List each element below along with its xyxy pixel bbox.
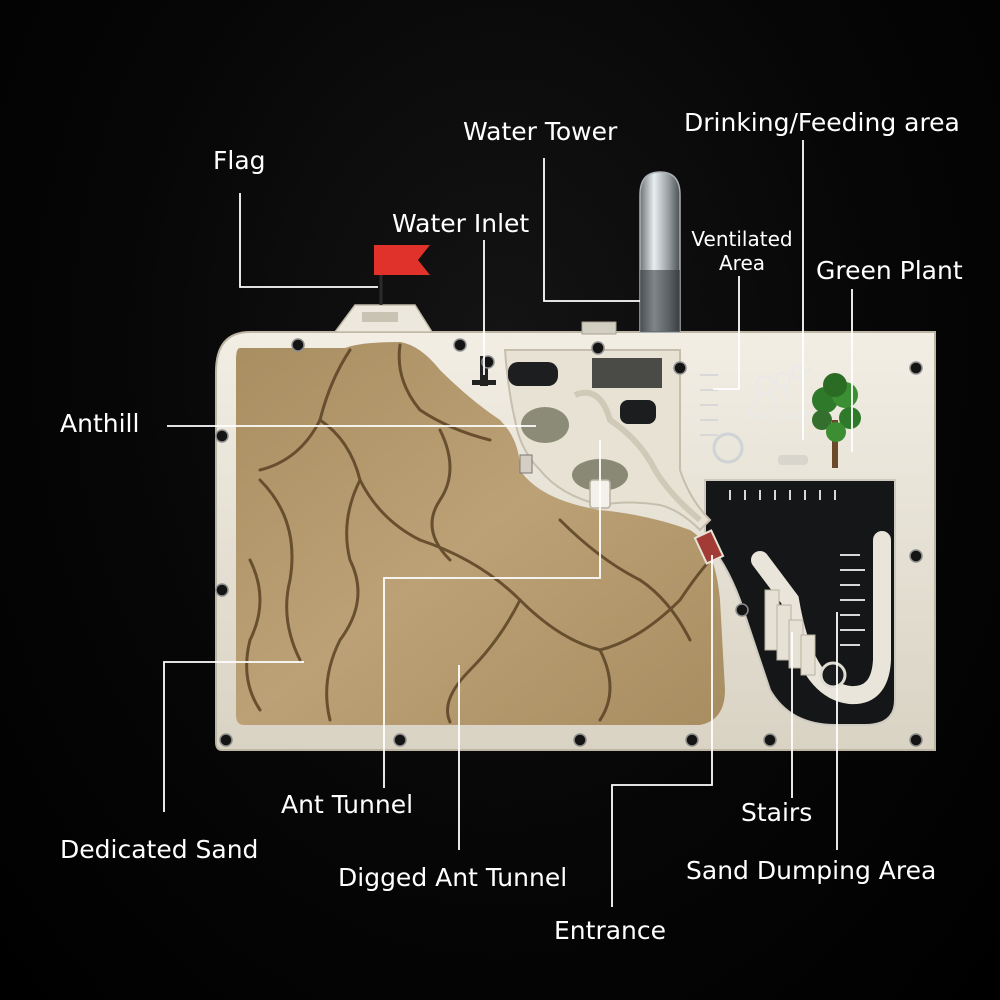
- frame-screws: [215, 338, 923, 747]
- leader-dedicated-sand: [163, 661, 304, 812]
- label-digged-ant-tunnel: Digged Ant Tunnel: [338, 863, 568, 892]
- label-anthill: Anthill: [60, 409, 140, 438]
- label-drinking-feeding-area: Drinking/Feeding area: [684, 108, 960, 137]
- leader-water-tower: [543, 158, 640, 302]
- label-entrance: Entrance: [554, 916, 667, 945]
- label-stairs: Stairs: [741, 798, 813, 827]
- digged-ant-tunnels: [245, 343, 717, 724]
- label-water-tower: Water Tower: [463, 117, 618, 146]
- label-ventilated-area-line1: Ventilated: [691, 227, 793, 251]
- leader-entrance: [611, 555, 713, 907]
- label-ventilated-area: Ventilated Area: [686, 229, 798, 273]
- label-sand-dumping-area: Sand Dumping Area: [686, 856, 937, 885]
- ant-castle-logo: [751, 365, 813, 406]
- label-ventilated-area-line2: Area: [718, 251, 766, 275]
- leader-ventilated: [713, 276, 740, 390]
- label-green-plant: Green Plant: [816, 256, 963, 285]
- label-flag: Flag: [213, 146, 266, 175]
- flag-icon: [374, 245, 430, 275]
- leader-flag: [239, 193, 378, 288]
- leader-ant-tunnel: [383, 440, 601, 788]
- stairs: [764, 589, 816, 676]
- measure-ticks: [700, 374, 865, 646]
- sand-dumping-chamber: [704, 479, 896, 726]
- label-water-inlet: Water Inlet: [392, 209, 530, 238]
- ant-castle-logo-text: Ant Castle: [744, 408, 814, 423]
- leader-lines: [163, 140, 853, 907]
- water-tower: [639, 171, 681, 333]
- dedicated-sand: [236, 342, 725, 725]
- entrance-door: [693, 529, 725, 565]
- label-dedicated-sand: Dedicated Sand: [60, 835, 259, 864]
- label-ant-tunnel: Ant Tunnel: [281, 790, 414, 819]
